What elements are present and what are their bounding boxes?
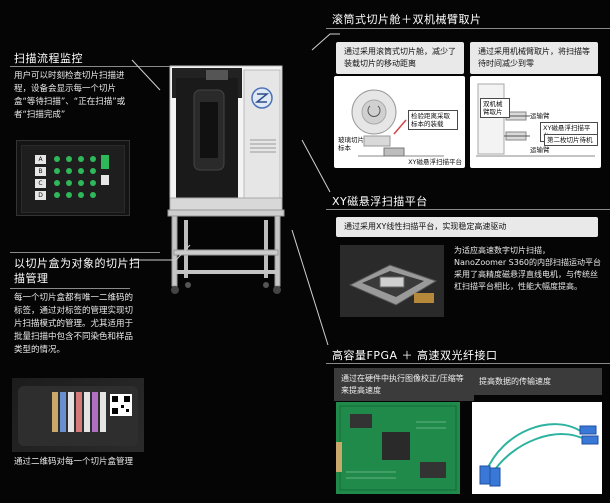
panel-key-b: B bbox=[35, 167, 46, 176]
panel-key-a: A bbox=[35, 155, 46, 164]
scanner-machine-illustration bbox=[167, 65, 285, 294]
monitor-text: 用户可以时刻检查切片扫描进程，设备会显示每一个切片盒“等待扫描”、“正在扫描”或… bbox=[14, 71, 126, 120]
box-caption: 通过二维码对每一个切片盒管理 bbox=[14, 457, 134, 467]
s1-d2-transport1: 运输臂 bbox=[530, 112, 550, 120]
s2-divider bbox=[326, 209, 610, 210]
s2-title: XY磁悬浮扫描平台 bbox=[332, 195, 428, 208]
s1-title: 滚筒式切片舱＋双机械臂取片 bbox=[332, 13, 482, 26]
monitor-divider bbox=[10, 66, 170, 67]
s1-d2-transport2: 运输臂 bbox=[530, 146, 550, 154]
panel-status-lights bbox=[54, 155, 109, 198]
monitor-title: 扫描流程监控 bbox=[14, 52, 83, 65]
panel-key-c: C bbox=[35, 179, 46, 188]
s1-diagram-arm: 双机械臂取片 运输臂 XY磁悬浮扫描平台 第二枚切片待机 运输臂 bbox=[470, 76, 601, 168]
qr-code-icon bbox=[110, 394, 132, 416]
control-panel-image: A B C D bbox=[16, 140, 130, 216]
s1-bar1: 通过采用滚筒式切片舱，减少了装载切片的移动距离 bbox=[336, 42, 464, 74]
s3-callout1: 通过在硬件中执行图像校正/压缩等来提高速度 bbox=[334, 368, 474, 401]
s2-text: 为适应高速数字切片扫描，NanoZoomer S360的内部扫描运动平台采用了高… bbox=[454, 246, 602, 291]
s1-d1-inspect-label: 检验距离采取标本的装载 bbox=[408, 110, 458, 130]
s1-d2-arm-label: 双机械臂取片 bbox=[480, 98, 510, 118]
fpga-board-photo bbox=[336, 402, 460, 494]
scanner-logo-icon bbox=[254, 93, 270, 103]
s1-d1-stage-label: XY磁悬浮扫描平台 bbox=[408, 158, 462, 166]
s3-divider bbox=[326, 363, 610, 364]
box-title: 以切片盒为对象的切片扫描管理 bbox=[14, 257, 141, 285]
s1-bar2: 通过采用机械臂取片，将扫描等待时间减少到零 bbox=[470, 42, 598, 74]
s2-bar: 通过采用XY线性扫描平台，实现稳定高速驱动 bbox=[336, 217, 598, 237]
fiber-cable-photo bbox=[472, 402, 602, 494]
box-divider bbox=[10, 252, 160, 253]
s1-d2-wait-label: 第二枚切片待机 bbox=[544, 134, 598, 146]
s1-divider bbox=[326, 28, 610, 29]
s3-callout2: 提高数据的传输速度 bbox=[472, 368, 602, 395]
s1-d1-carousel-label: 玻璃切片标本 bbox=[338, 136, 364, 152]
panel-key-d: D bbox=[35, 191, 46, 200]
s3-title: 高容量FPGA ＋ 高速双光纤接口 bbox=[332, 349, 498, 362]
slide-box-photo bbox=[12, 378, 144, 452]
box-divider-2 bbox=[10, 288, 130, 289]
maglev-stage-photo bbox=[340, 245, 444, 317]
box-text: 每一个切片盒都有唯一二维码的标签，通过对标签的管理实现切片扫描模式的管理。尤其适… bbox=[14, 293, 134, 355]
s1-diagram-carousel: 玻璃切片标本 检验距离采取标本的装载 XY磁悬浮扫描平台 bbox=[334, 76, 465, 168]
